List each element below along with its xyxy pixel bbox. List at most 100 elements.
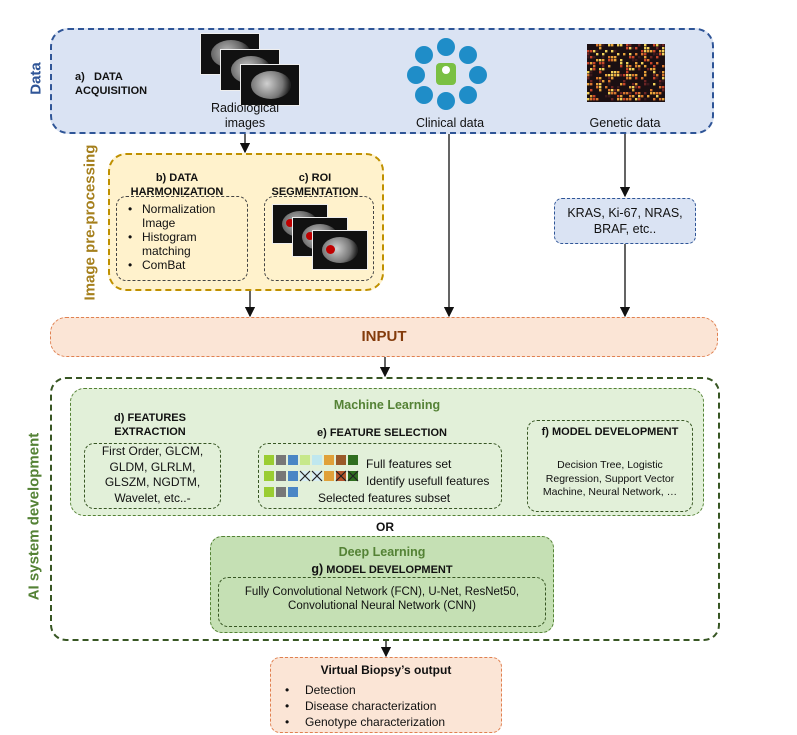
feature-cell (288, 487, 298, 497)
feature-cell (276, 471, 286, 481)
gene-cell (653, 44, 656, 47)
gene-cell (635, 62, 638, 65)
output-item: Disease characterization (285, 698, 445, 714)
gene-cell (629, 74, 632, 77)
feature-cell (312, 455, 322, 465)
gene-cell (656, 92, 659, 95)
gene-cell (620, 74, 623, 77)
gene-cell (608, 83, 611, 86)
feature-selection-title: e) FEATURE SELECTION (317, 427, 447, 439)
gene-cell (596, 77, 599, 80)
gene-cell (602, 65, 605, 68)
gene-cell (653, 68, 656, 71)
gene-cell (644, 47, 647, 50)
ai-side-label: AI system development (25, 432, 43, 601)
gene-cell (608, 89, 611, 92)
gene-cell (599, 80, 602, 83)
genetic-markers-label: KRAS, Ki-67, NRAS, BRAF, etc.. (567, 206, 683, 236)
input-label: INPUT (361, 328, 407, 345)
roi-segmentation-box (264, 196, 374, 281)
gene-cell (599, 86, 602, 89)
gene-cell (587, 71, 590, 74)
gene-cell (623, 98, 626, 101)
output-item: Detection (285, 682, 445, 698)
machine-learning-panel (70, 388, 704, 516)
gene-cell (626, 47, 629, 50)
gene-cell (614, 74, 617, 77)
gene-cell (602, 59, 605, 62)
gene-cell (590, 68, 593, 71)
feature-selection-box (258, 443, 502, 509)
gene-cell (629, 44, 632, 47)
gene-cell (596, 86, 599, 89)
gene-cell (644, 59, 647, 62)
gene-cell (656, 47, 659, 50)
gene-cell (638, 44, 641, 47)
gene-cell (611, 89, 614, 92)
gene-cell (629, 98, 632, 101)
gene-cell (608, 95, 611, 98)
gene-cell (596, 44, 599, 47)
input-bar (50, 317, 718, 357)
gene-cell (620, 59, 623, 62)
gene-cell (647, 83, 650, 86)
gene-cell (593, 62, 596, 65)
gene-cell (587, 53, 590, 56)
gene-cell (641, 53, 644, 56)
gene-cell (602, 62, 605, 65)
gene-cell (632, 83, 635, 86)
gene-cell (629, 86, 632, 89)
gene-cell (653, 65, 656, 68)
gene-cell (608, 56, 611, 59)
genetic-data-label: Genetic data (589, 116, 661, 130)
gene-cell (629, 95, 632, 98)
gene-cell (599, 71, 602, 74)
gene-cell (650, 92, 653, 95)
gene-cell (659, 86, 662, 89)
feature-removed-mark (311, 470, 323, 482)
gene-cell (596, 59, 599, 62)
gene-cell (614, 89, 617, 92)
gene-cell (596, 83, 599, 86)
gene-cell (599, 77, 602, 80)
gene-cell (632, 59, 635, 62)
feature-cell (264, 455, 274, 465)
harmonization-box (116, 196, 248, 281)
gene-cell (599, 68, 602, 71)
gene-cell (590, 89, 593, 92)
gene-cell (662, 80, 665, 83)
gene-cell (650, 68, 653, 71)
feature-cell (276, 455, 286, 465)
gene-cell (659, 71, 662, 74)
gene-cell (587, 83, 590, 86)
gene-cell (599, 89, 602, 92)
dl-model-box (218, 577, 546, 627)
selected-features-label: Selected features subset (318, 491, 451, 505)
gene-cell (638, 95, 641, 98)
gene-cell (599, 44, 602, 47)
gene-cell (632, 74, 635, 77)
feature-cell (348, 455, 358, 465)
gene-cell (653, 74, 656, 77)
gene-cell (608, 77, 611, 80)
harmonization-item: Histogram matching (128, 230, 215, 258)
gene-cell (644, 74, 647, 77)
gene-cell (662, 50, 665, 53)
gene-cell (644, 71, 647, 74)
ct-slice-image (240, 64, 300, 106)
gene-cell (611, 86, 614, 89)
gene-cell (635, 59, 638, 62)
gene-cell (656, 44, 659, 47)
gene-cell (653, 50, 656, 53)
gene-cell (632, 47, 635, 50)
gene-cell (638, 65, 641, 68)
gene-cell (641, 50, 644, 53)
gene-cell (644, 98, 647, 101)
features-extraction-title: d) FEATURES EXTRACTION (114, 412, 186, 438)
gene-cell (593, 65, 596, 68)
gene-cell (629, 53, 632, 56)
gene-cell (617, 74, 620, 77)
gene-cell (635, 83, 638, 86)
gene-cell (602, 68, 605, 71)
gene-cell (614, 59, 617, 62)
